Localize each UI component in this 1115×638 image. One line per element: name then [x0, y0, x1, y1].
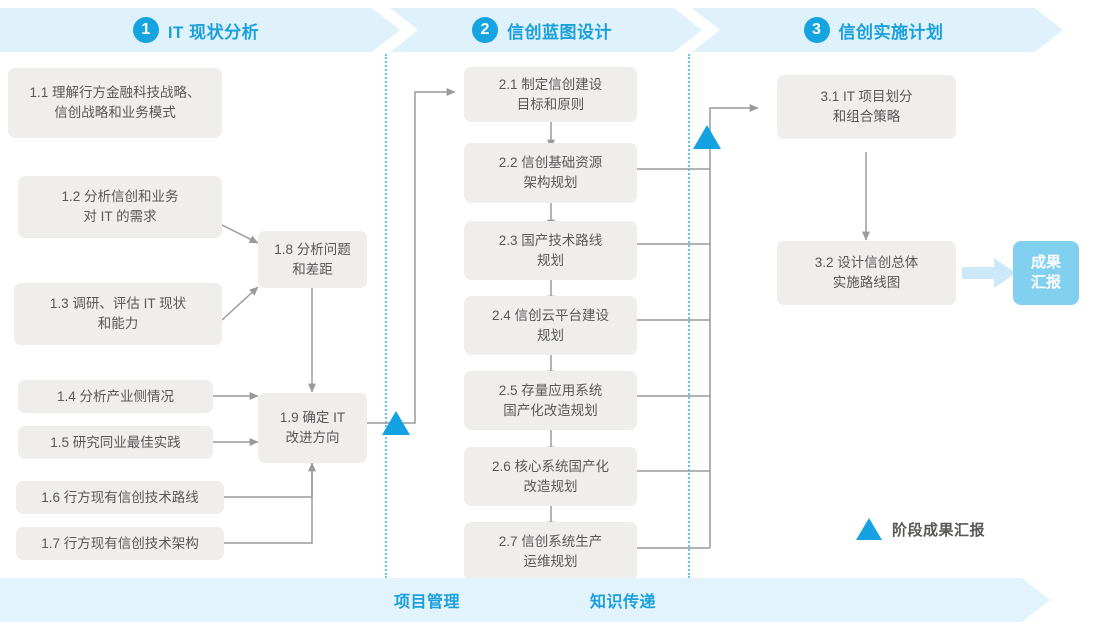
milestone-triangle-phase1 — [382, 411, 410, 435]
result-report-box[interactable]: 成果汇报 — [1013, 241, 1079, 305]
phase-header-3-inner: 3 信创实施计划 — [803, 17, 944, 43]
phase-number-badge-1: 1 — [132, 17, 159, 43]
process-box-2-2[interactable]: 2.2 信创基础资源架构规划 — [464, 143, 637, 203]
process-box-1-8[interactable]: 1.8 分析问题和差距 — [258, 231, 367, 288]
phase-number-badge-3: 3 — [803, 17, 830, 43]
process-box-3-1[interactable]: 3.1 IT 项目划分和组合策略 — [777, 75, 956, 139]
phase-header-2: 2 信创蓝图设计 — [390, 8, 702, 52]
column-separator-1-2 — [385, 54, 387, 578]
phase-title-1: IT 现状分析 — [167, 22, 260, 42]
process-box-1-6[interactable]: 1.6 行方现有信创技术路线 — [16, 481, 224, 514]
triangle-milestone-icon — [856, 518, 882, 540]
phase-header-3: 3 信创实施计划 — [692, 8, 1063, 52]
legend-label: 阶段成果汇报 — [892, 521, 986, 539]
process-box-2-4[interactable]: 2.4 信创云平台建设规划 — [464, 296, 637, 355]
footer-band — [0, 578, 1050, 622]
result-arrow-icon — [962, 258, 1016, 288]
column-separator-2-3 — [688, 54, 690, 578]
process-box-2-5[interactable]: 2.5 存量应用系统国产化改造规划 — [464, 371, 637, 430]
phase-title-2: 信创蓝图设计 — [507, 22, 612, 42]
process-box-1-1[interactable]: 1.1 理解行方金融科技战略、信创战略和业务模式 — [8, 68, 222, 138]
phase-header-1: 1 IT 现状分析 — [0, 8, 400, 52]
legend: 阶段成果汇报 — [856, 518, 985, 540]
process-box-1-3[interactable]: 1.3 调研、评估 IT 现状和能力 — [14, 283, 222, 345]
footer-item-knowledge-transfer: 知识传递 — [590, 594, 657, 611]
phase-title-3: 信创实施计划 — [838, 22, 944, 42]
process-box-1-7[interactable]: 1.7 行方现有信创技术架构 — [16, 527, 224, 560]
process-box-2-7[interactable]: 2.7 信创系统生产运维规划 — [464, 522, 637, 581]
process-box-3-2[interactable]: 3.2 设计信创总体实施路线图 — [777, 241, 956, 305]
process-box-1-4[interactable]: 1.4 分析产业侧情况 — [18, 380, 213, 413]
milestone-triangle-phase2 — [693, 125, 721, 149]
process-box-1-5[interactable]: 1.5 研究同业最佳实践 — [18, 426, 213, 459]
process-box-2-1[interactable]: 2.1 制定信创建设目标和原则 — [464, 67, 637, 122]
phase-number-badge-2: 2 — [472, 17, 498, 43]
phase-header-2-inner: 2 信创蓝图设计 — [472, 17, 612, 43]
phase-header-1-inner: 1 IT 现状分析 — [132, 17, 260, 43]
process-box-2-6[interactable]: 2.6 核心系统国产化改造规划 — [464, 447, 637, 506]
process-box-1-2[interactable]: 1.2 分析信创和业务对 IT 的需求 — [18, 176, 222, 238]
footer-item-project-management: 项目管理 — [394, 594, 461, 611]
process-box-2-3[interactable]: 2.3 国产技术路线规划 — [464, 221, 637, 280]
